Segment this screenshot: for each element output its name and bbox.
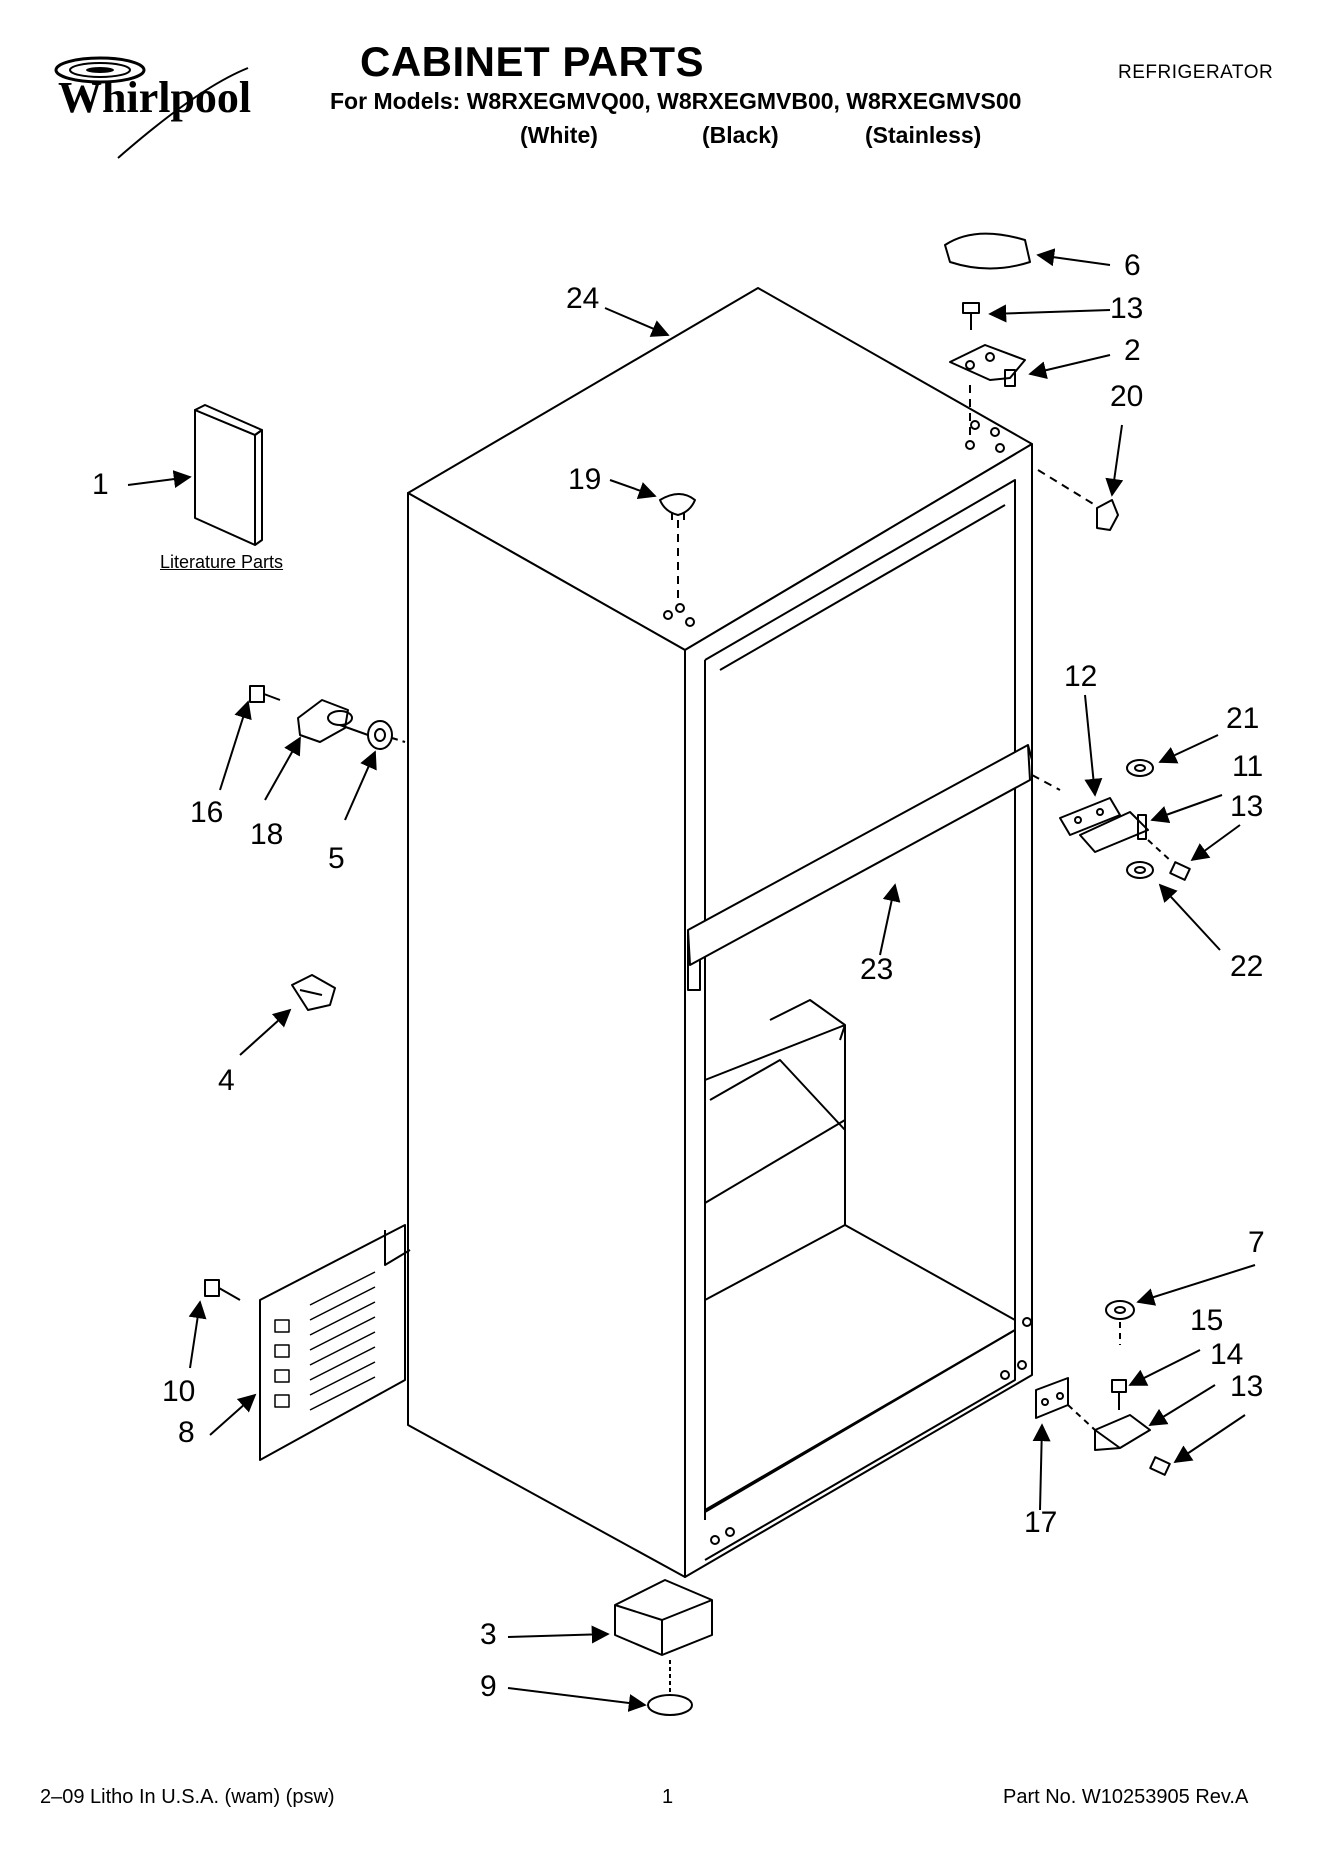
center-rail-23: [687, 744, 1033, 991]
callout-8: 8: [178, 1416, 195, 1449]
grille-8: [259, 1224, 411, 1461]
literature-parts-label: Literature Parts: [160, 552, 284, 572]
leveler-foot-9: [647, 1660, 693, 1716]
callout-19: 19: [568, 463, 602, 496]
callout-4: 4: [218, 1064, 235, 1097]
category-label: REFRIGERATOR: [1118, 62, 1274, 83]
top-hinge-2: [949, 344, 1026, 387]
washer-21: [1126, 759, 1154, 777]
washer-5: [367, 720, 393, 750]
middle-hinge-11: [1079, 811, 1149, 853]
literature-booklet: [194, 404, 263, 546]
callout-16: 16: [190, 796, 224, 829]
callout-24: 24: [566, 282, 600, 315]
screw-16: [249, 685, 281, 703]
callout-9: 9: [480, 1670, 497, 1703]
variant-black: (Black): [702, 122, 779, 148]
callout-18: 18: [250, 818, 284, 851]
footer-print-info: 2–09 Litho In U.S.A. (wam) (psw): [40, 1786, 335, 1808]
washer-7: [1105, 1300, 1135, 1320]
footer-part-number: Part No. W10253905 Rev.A: [1003, 1786, 1249, 1808]
callout-12: 12: [1064, 660, 1098, 693]
variant-white: (White): [520, 122, 598, 148]
screw-10: [204, 1279, 241, 1301]
callout-2: 2: [1124, 334, 1141, 367]
bottom-hinge-14: [1094, 1414, 1151, 1451]
clip-4: [291, 974, 336, 1011]
grille-slots: [274, 1271, 376, 1411]
callout-3: 3: [480, 1618, 497, 1651]
callout-11: 11: [1232, 750, 1264, 783]
callout-13-top: 13: [1110, 292, 1144, 325]
callout-21: 21: [1226, 702, 1260, 735]
middle-hinge-12: [1059, 797, 1121, 836]
callout-17: 17: [1024, 1506, 1058, 1539]
models-line: For Models: W8RXEGMVQ00, W8RXEGMVB00, W8…: [330, 88, 1022, 114]
callout-7: 7: [1248, 1226, 1265, 1259]
callout-23: 23: [860, 953, 894, 986]
spacer-17: [1035, 1377, 1069, 1419]
callout-5: 5: [328, 842, 345, 875]
callout-13-bottom: 13: [1230, 1370, 1264, 1403]
leveler-bracket-3: [614, 1579, 713, 1656]
pivot-bracket-18: [297, 699, 369, 743]
top-hinge-cover: [944, 232, 1031, 270]
screw-13-top: [962, 302, 980, 330]
callout-6: 6: [1124, 249, 1141, 282]
callout-22: 22: [1230, 950, 1264, 983]
footer-page-number: 1: [662, 1786, 674, 1808]
whirlpool-logo: Whirlpool: [54, 56, 251, 159]
callout-14: 14: [1210, 1338, 1244, 1371]
cap-20: [1096, 499, 1119, 531]
callout-10: 10: [162, 1375, 196, 1408]
cabinet-body: [407, 287, 1033, 1578]
screw-13-bottom: [1149, 1456, 1171, 1476]
screw-13-middle: [1169, 861, 1191, 881]
variant-stainless: (Stainless): [865, 122, 982, 148]
callout-1: 1: [92, 468, 109, 501]
plug-19: [659, 493, 696, 520]
callout-13-middle: 13: [1230, 790, 1264, 823]
washer-22: [1126, 861, 1154, 879]
pin-15: [1111, 1379, 1127, 1410]
callout-15: 15: [1190, 1304, 1224, 1337]
callout-20: 20: [1110, 380, 1144, 413]
page-title: CABINET PARTS: [360, 38, 705, 85]
svg-text:Whirlpool: Whirlpool: [58, 73, 251, 122]
